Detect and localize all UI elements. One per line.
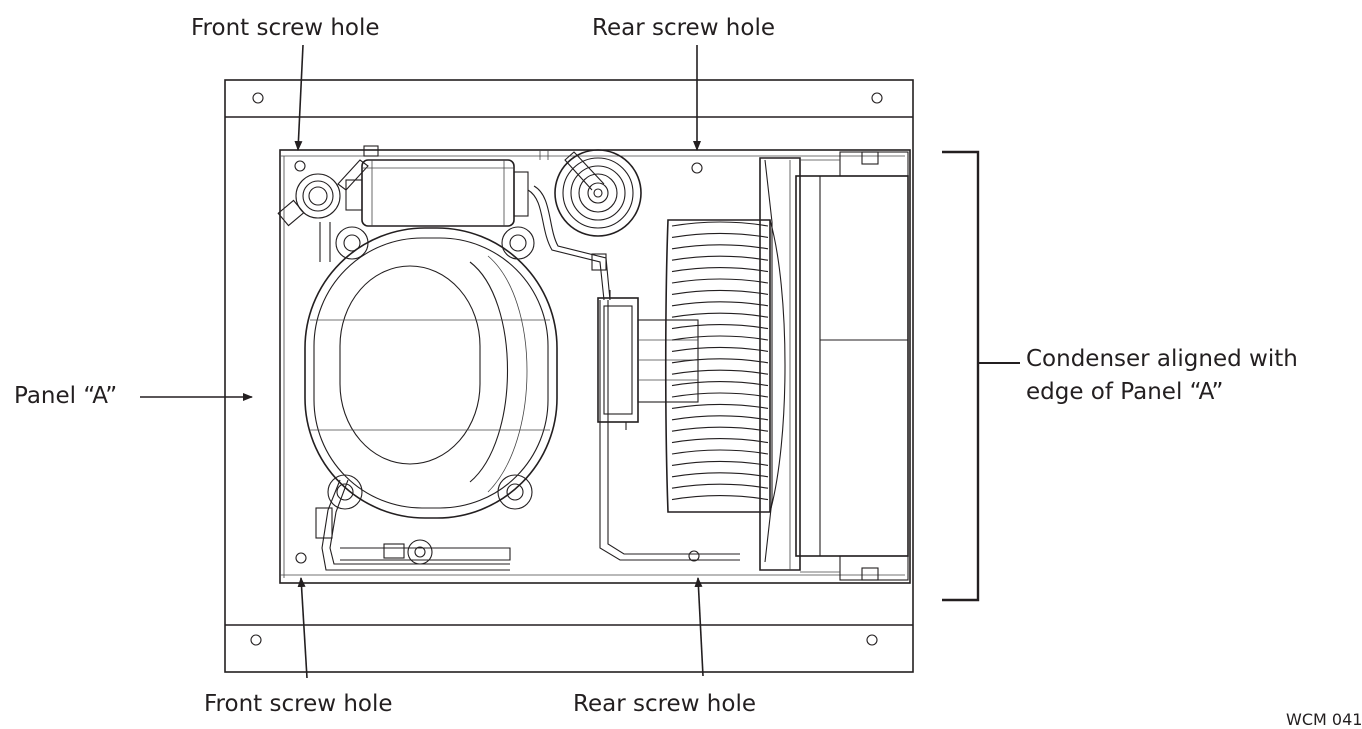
panel-a [279, 149, 911, 584]
fan-fin [671, 369, 769, 375]
compressor [304, 222, 558, 519]
fan-fin [671, 381, 769, 387]
label-condenser-line1: Condenser aligned with [1026, 346, 1298, 372]
fan-fin [671, 426, 769, 432]
base-mount-hole [252, 92, 264, 104]
label-rear-screw-hole-bottom: Rear screw hole [573, 691, 757, 717]
tubing [315, 150, 740, 571]
rear-screw-hole-top [691, 162, 703, 174]
rear-screw-hole-bottom [688, 550, 700, 562]
fan-fin [671, 324, 769, 330]
start-relay [345, 159, 529, 227]
condenser [759, 151, 909, 581]
label-front-screw-hole-top: Front screw hole [191, 15, 380, 41]
fan-fin [671, 278, 769, 284]
fan-fin [671, 358, 769, 364]
fan-fin [671, 438, 769, 444]
fan-fin [671, 483, 769, 489]
label-condenser-line2: edge of Panel “A” [1026, 379, 1224, 405]
alignment-bracket [942, 150, 1020, 602]
label-front-screw-hole-bottom: Front screw hole [204, 691, 393, 717]
front-screw-hole-bottom [295, 552, 307, 564]
base-mount-hole [250, 634, 262, 646]
fan-fin [671, 472, 769, 478]
fan-fin [671, 312, 769, 318]
fan-fin [671, 221, 769, 227]
fan-motor [597, 290, 699, 430]
fan-fin [671, 415, 769, 421]
leader-front-bottom [297, 577, 308, 679]
label-panel-a: Panel “A” [14, 383, 118, 409]
fan-fin [671, 267, 769, 273]
fan-fin [671, 346, 769, 352]
fan-fin [671, 244, 769, 250]
fan-fin [671, 392, 769, 398]
fan-fin [671, 255, 769, 261]
label-rear-screw-hole-top: Rear screw hole [592, 15, 776, 41]
fan-fin [671, 449, 769, 455]
leader-front-top [294, 44, 304, 151]
fan-blade [664, 219, 786, 513]
fan-fin [671, 335, 769, 341]
front-screw-hole-top [294, 160, 306, 172]
fan-fin [671, 301, 769, 307]
filter-drier [554, 149, 642, 237]
base-plate [224, 79, 914, 673]
fan-fin [671, 232, 769, 238]
base-mount-hole [871, 92, 883, 104]
fan-fin [671, 495, 769, 501]
service-valve [277, 145, 379, 227]
fan-fin [671, 289, 769, 295]
leader-rear-bottom [694, 577, 704, 677]
fan-fin [671, 460, 769, 466]
figure-code: WCM 041 [1286, 710, 1362, 729]
base-mount-hole [866, 634, 878, 646]
fan-fin [671, 403, 769, 409]
